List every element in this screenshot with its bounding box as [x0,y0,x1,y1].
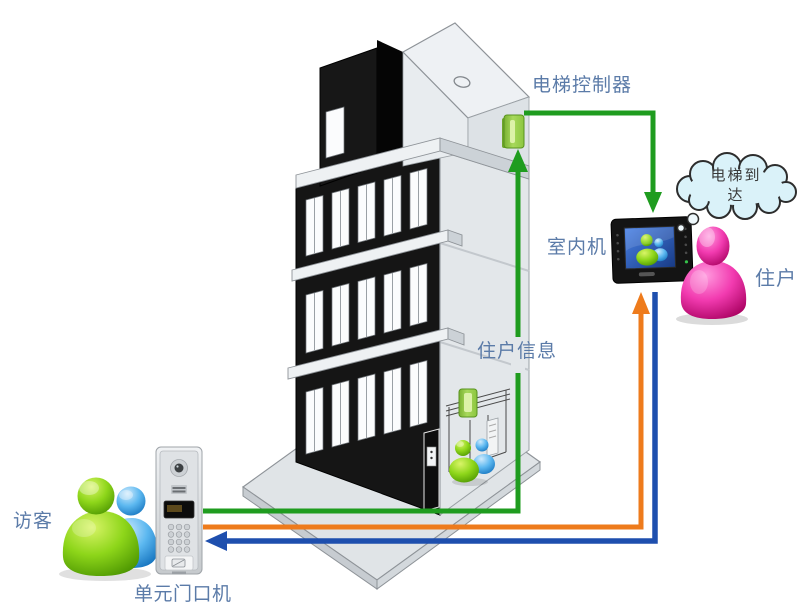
station-display [163,500,195,519]
label-gap [511,337,525,373]
connection-lines [203,110,662,551]
cloud-text-line2: 达 [727,187,745,204]
floor-slabs [287,137,530,380]
line-doorstation-to-monitor [203,292,650,530]
screen-caller-avatar-icon [636,234,668,266]
windows [305,168,428,455]
card-reader-icon [164,555,194,571]
bezel-buttons [616,227,688,261]
indoor-monitor-label: 室内机 [547,237,608,258]
door-station-device-icon [155,446,203,575]
elevator-call-panel [426,446,437,467]
cloud-text-line1: 电梯到 [710,167,762,184]
elevator-door [423,428,440,512]
indoor-monitor-device-icon [610,216,694,284]
visitor-avatar-icon [59,477,158,581]
resident-avatar-icon [676,226,748,325]
elevator-arrived-cloud [676,152,797,220]
entrance-access-device-icon [458,388,478,418]
speaker-grille [171,485,187,494]
entrance [423,388,511,512]
roof-vent [453,76,471,88]
keypad [167,523,191,553]
elevator-arrived-cloud-label: 电梯到 达 [675,166,797,206]
line-doorstation-to-controller [203,149,528,514]
line-controller-to-monitor [524,110,662,213]
entrance-people-icon [449,438,495,486]
thought-bubble-dots [676,212,700,233]
elevator-controller-device-icon [502,114,525,149]
entrance-intercom-panel [486,417,499,457]
line-monitor-to-doorstation [205,292,658,551]
resident-info-label: 住户信息 [477,341,558,362]
resident-label: 住户 [755,268,797,290]
visitor-label: 访客 [13,511,54,532]
camera-icon [170,459,188,477]
power-led [684,260,689,264]
elevator-controller-label: 电梯控制器 [532,75,633,96]
door-station-label: 单元门口机 [134,584,232,605]
